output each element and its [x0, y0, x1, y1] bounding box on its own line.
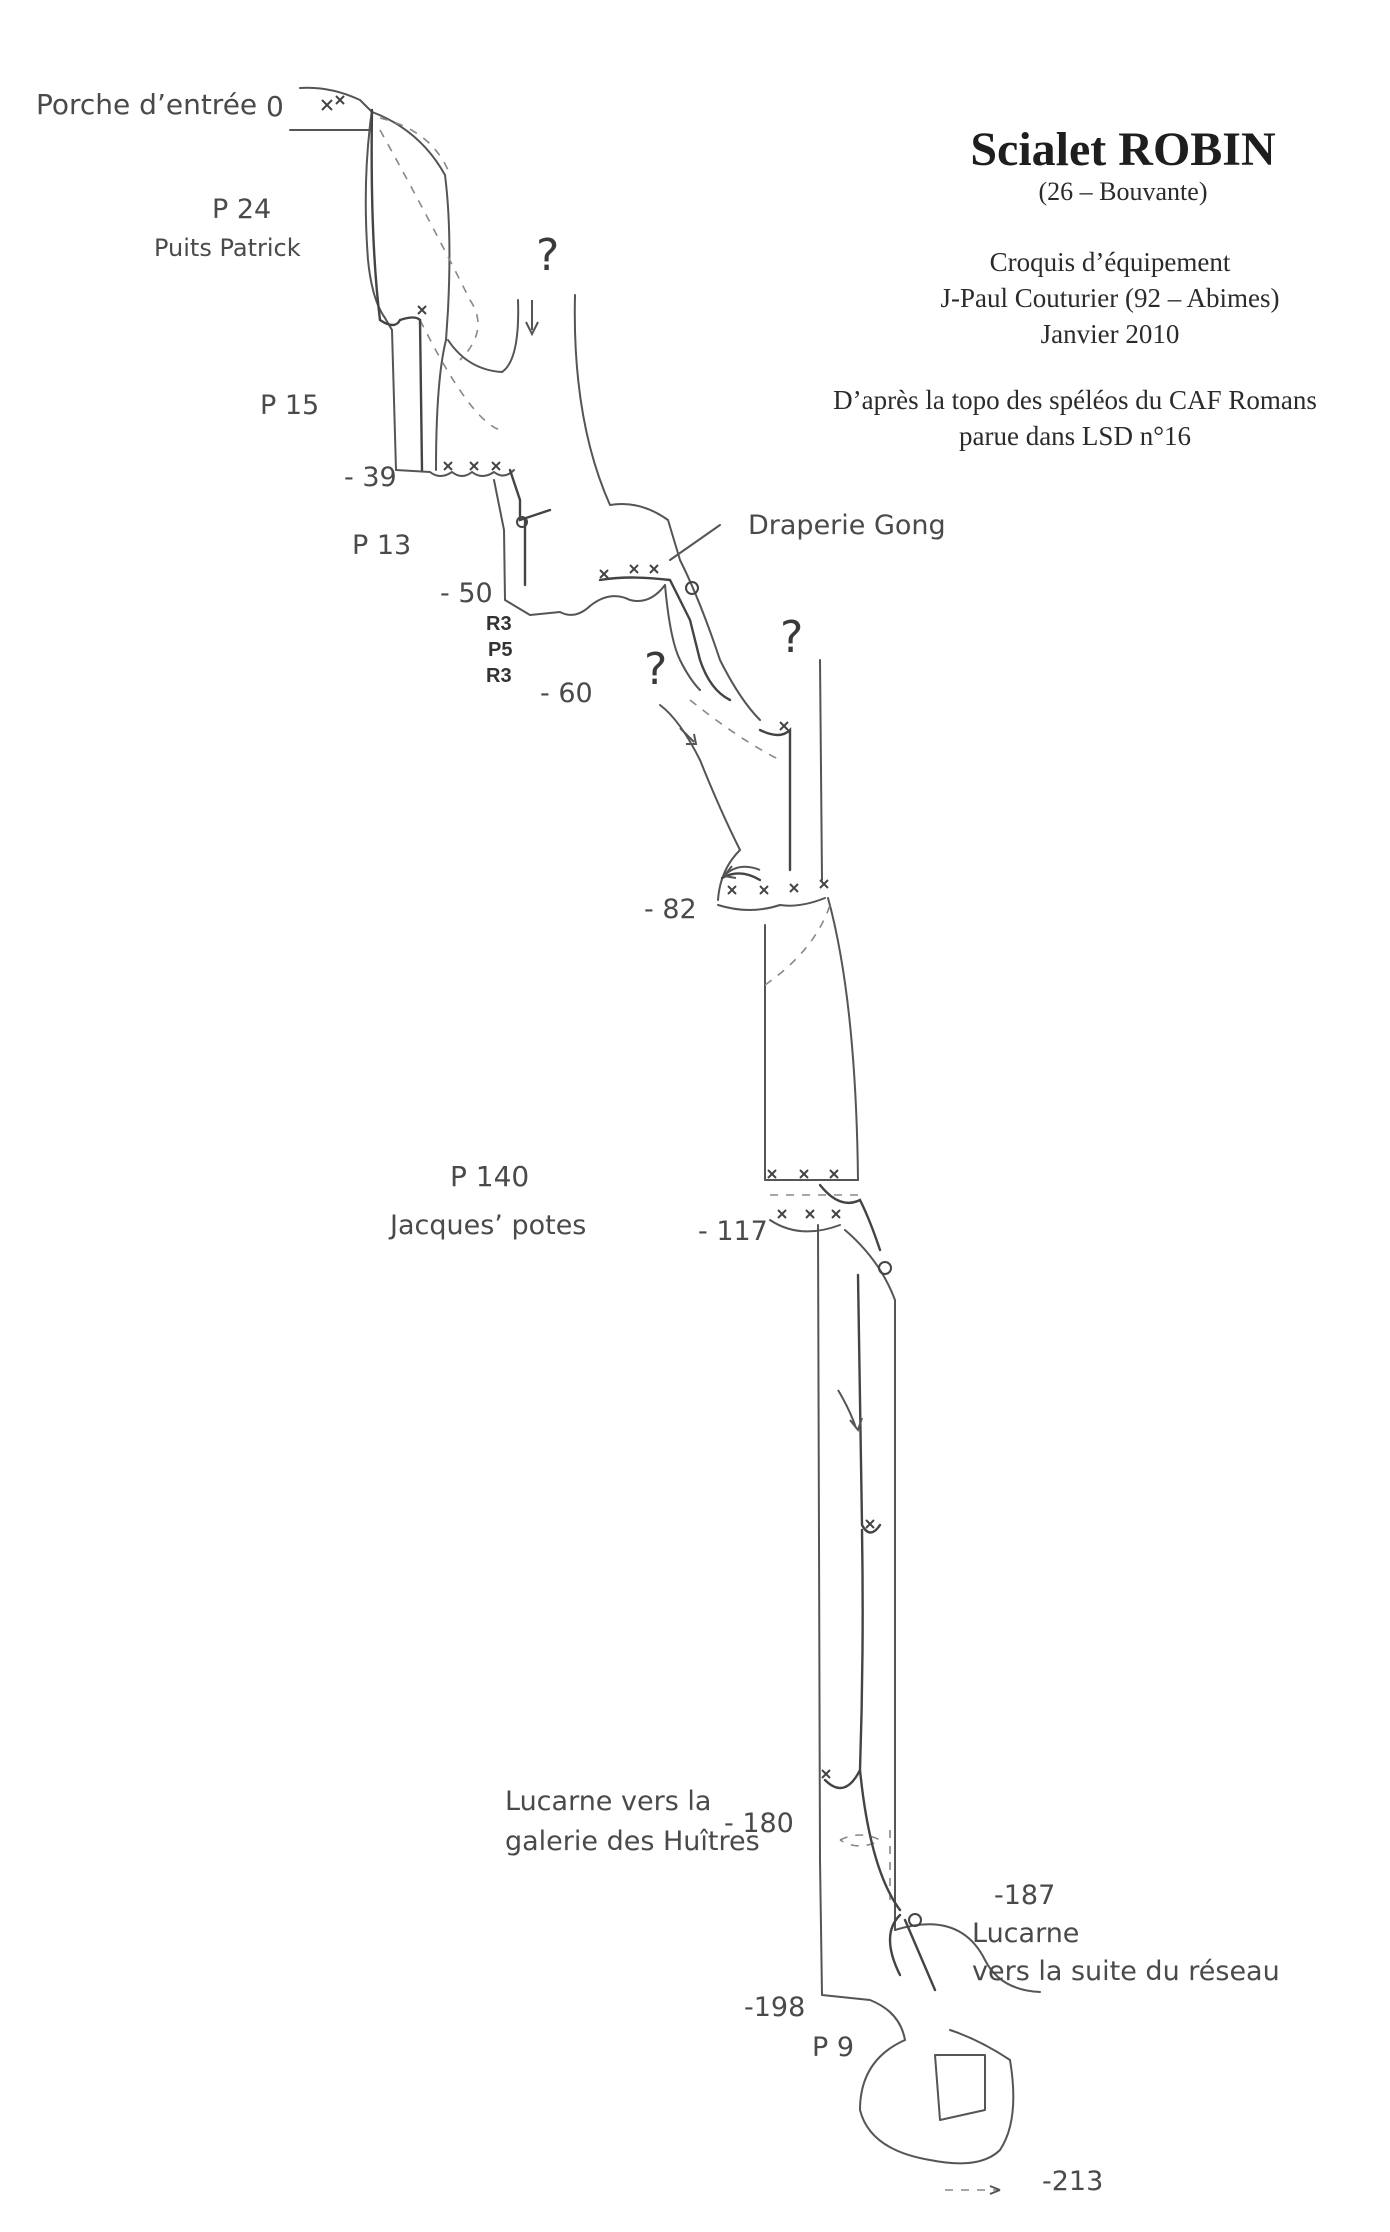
- depth-213-label: -213: [1042, 2166, 1104, 2197]
- p140-label: P 140: [450, 1160, 530, 1193]
- draperie-pointer: [669, 524, 721, 561]
- entrance-outline: [289, 86, 373, 131]
- ring-117: [878, 1261, 892, 1275]
- rope-p140-1: [856, 1273, 882, 1534]
- rope-180-187: [858, 1768, 902, 1912]
- anchor-180: [821, 1769, 831, 1779]
- lucarne-huitres-line-1: Lucarne vers la: [505, 1786, 712, 1817]
- unknown-mark-left: ?: [644, 644, 668, 695]
- depth-198-label: -198: [744, 1992, 806, 2023]
- rope-r3-p5: [598, 576, 732, 702]
- arrow-213: [989, 2185, 1001, 2195]
- r3-label-b: R3: [486, 665, 512, 687]
- diagram-subtitle: (26 – Bouvante): [1038, 177, 1208, 206]
- p24-right-wall: [371, 111, 451, 341]
- rope-p140-2: [823, 1528, 864, 1790]
- anchor-0: [321, 95, 345, 111]
- header-line-3: Janvier 2010: [1040, 319, 1180, 349]
- p9-label: P 9: [812, 2032, 855, 2063]
- lucarne-huitres-line-2: galerie des Huîtres: [505, 1826, 760, 1857]
- lucarne-reseau-line-2: vers la suite du réseau: [972, 1956, 1280, 1987]
- rope-p24: [370, 108, 422, 327]
- anchor-117-b: [777, 1209, 841, 1219]
- inner-block: [934, 2054, 986, 2121]
- p140-right-wall-lower: [844, 1229, 896, 1931]
- ledge-82: [717, 897, 826, 911]
- draperie-gong-label: Draperie Gong: [748, 510, 946, 541]
- p5-label: P5: [488, 639, 513, 661]
- p140-left-wall-lower: [817, 1224, 821, 1861]
- source-line-1: D’après la topo des spéléos du CAF Roman…: [833, 385, 1317, 415]
- bottom-chamber: [859, 2029, 1015, 2165]
- depth-50-label: - 50: [440, 578, 493, 609]
- rope-p13: [508, 468, 552, 587]
- p24-label: P 24: [212, 194, 272, 225]
- p15-label: P 15: [260, 390, 320, 421]
- ring-50: [516, 516, 528, 528]
- passage-50-60: [589, 584, 666, 607]
- rope-60-82: [758, 727, 792, 872]
- left-wall-60-82: [659, 704, 741, 901]
- anchor-p24: [417, 305, 427, 315]
- bottom-left-wall: [819, 1859, 906, 2041]
- p13-left-wall: [493, 479, 591, 616]
- ring-draperie: [685, 581, 699, 595]
- meander-right-wall: [679, 559, 761, 721]
- anchor-60: [779, 721, 789, 731]
- anchor-39: [443, 461, 501, 471]
- unknown-mark-upper: ?: [536, 230, 560, 281]
- depth-82-label: - 82: [644, 894, 697, 925]
- r3-label-a: R3: [486, 613, 512, 635]
- depth-60-label: - 60: [540, 678, 593, 709]
- arrow-82: [722, 865, 761, 879]
- lucarne-reseau-line-1: Lucarne: [972, 1918, 1080, 1949]
- side-passage-wall: [447, 299, 520, 373]
- depth-117-label: - 117: [698, 1216, 768, 1247]
- p24-left-wall: [364, 109, 393, 331]
- anchor-p140-mid: [865, 1519, 875, 1529]
- header-line-2: J-Paul Couturier (92 – Abimes): [940, 283, 1280, 313]
- dashed-contour-side: [419, 319, 501, 431]
- p13-label: P 13: [352, 530, 412, 561]
- jacques-potes-label: Jacques’ potes: [390, 1210, 587, 1241]
- depth-39-label: - 39: [344, 462, 397, 493]
- arrow-meander: [679, 727, 698, 745]
- rope-p15: [418, 318, 424, 472]
- depth-180-label: - 180: [724, 1808, 794, 1839]
- dashed-contour-82: [764, 904, 831, 986]
- bottom-right-wall: [894, 1923, 1041, 1993]
- ledge-117: [764, 1179, 859, 1233]
- rope-p9: [888, 1913, 937, 1992]
- arrow-p140: [837, 1389, 863, 1433]
- anchor-117-a: [767, 1169, 839, 1179]
- dashed-contour-p24: [379, 129, 479, 361]
- depth-0-label: 0: [266, 90, 284, 123]
- rope-117: [818, 1183, 882, 1252]
- depth-187-label: -187: [994, 1880, 1056, 1911]
- diagram-title: Scialet ROBIN: [970, 123, 1276, 176]
- anchor-50: [599, 564, 659, 579]
- ring-187: [908, 1913, 922, 1927]
- meander-left-wall: [664, 584, 701, 691]
- p15-right-wall: [435, 339, 447, 471]
- source-line-2: parue dans LSD n°16: [958, 421, 1191, 451]
- upper-right-wall: [819, 659, 823, 881]
- unknown-mark-right: ?: [780, 612, 804, 663]
- dashed-window-180: [839, 1834, 882, 1847]
- p140-right-wall-upper: [827, 897, 859, 1181]
- main-right-wall-upper: [573, 294, 681, 561]
- header-line-1: Croquis d’équipement: [989, 247, 1231, 277]
- dashed-contour-60: [689, 699, 781, 761]
- entrance-label: Porche d’entrée: [36, 88, 258, 121]
- puits-patrick-label: Puits Patrick: [154, 234, 301, 262]
- anchor-82: [727, 879, 829, 895]
- arrow-side-passage: [525, 300, 539, 337]
- p15-left-wall: [391, 329, 397, 471]
- ledge-39: [395, 469, 515, 477]
- dashed-contour-top: [379, 117, 449, 171]
